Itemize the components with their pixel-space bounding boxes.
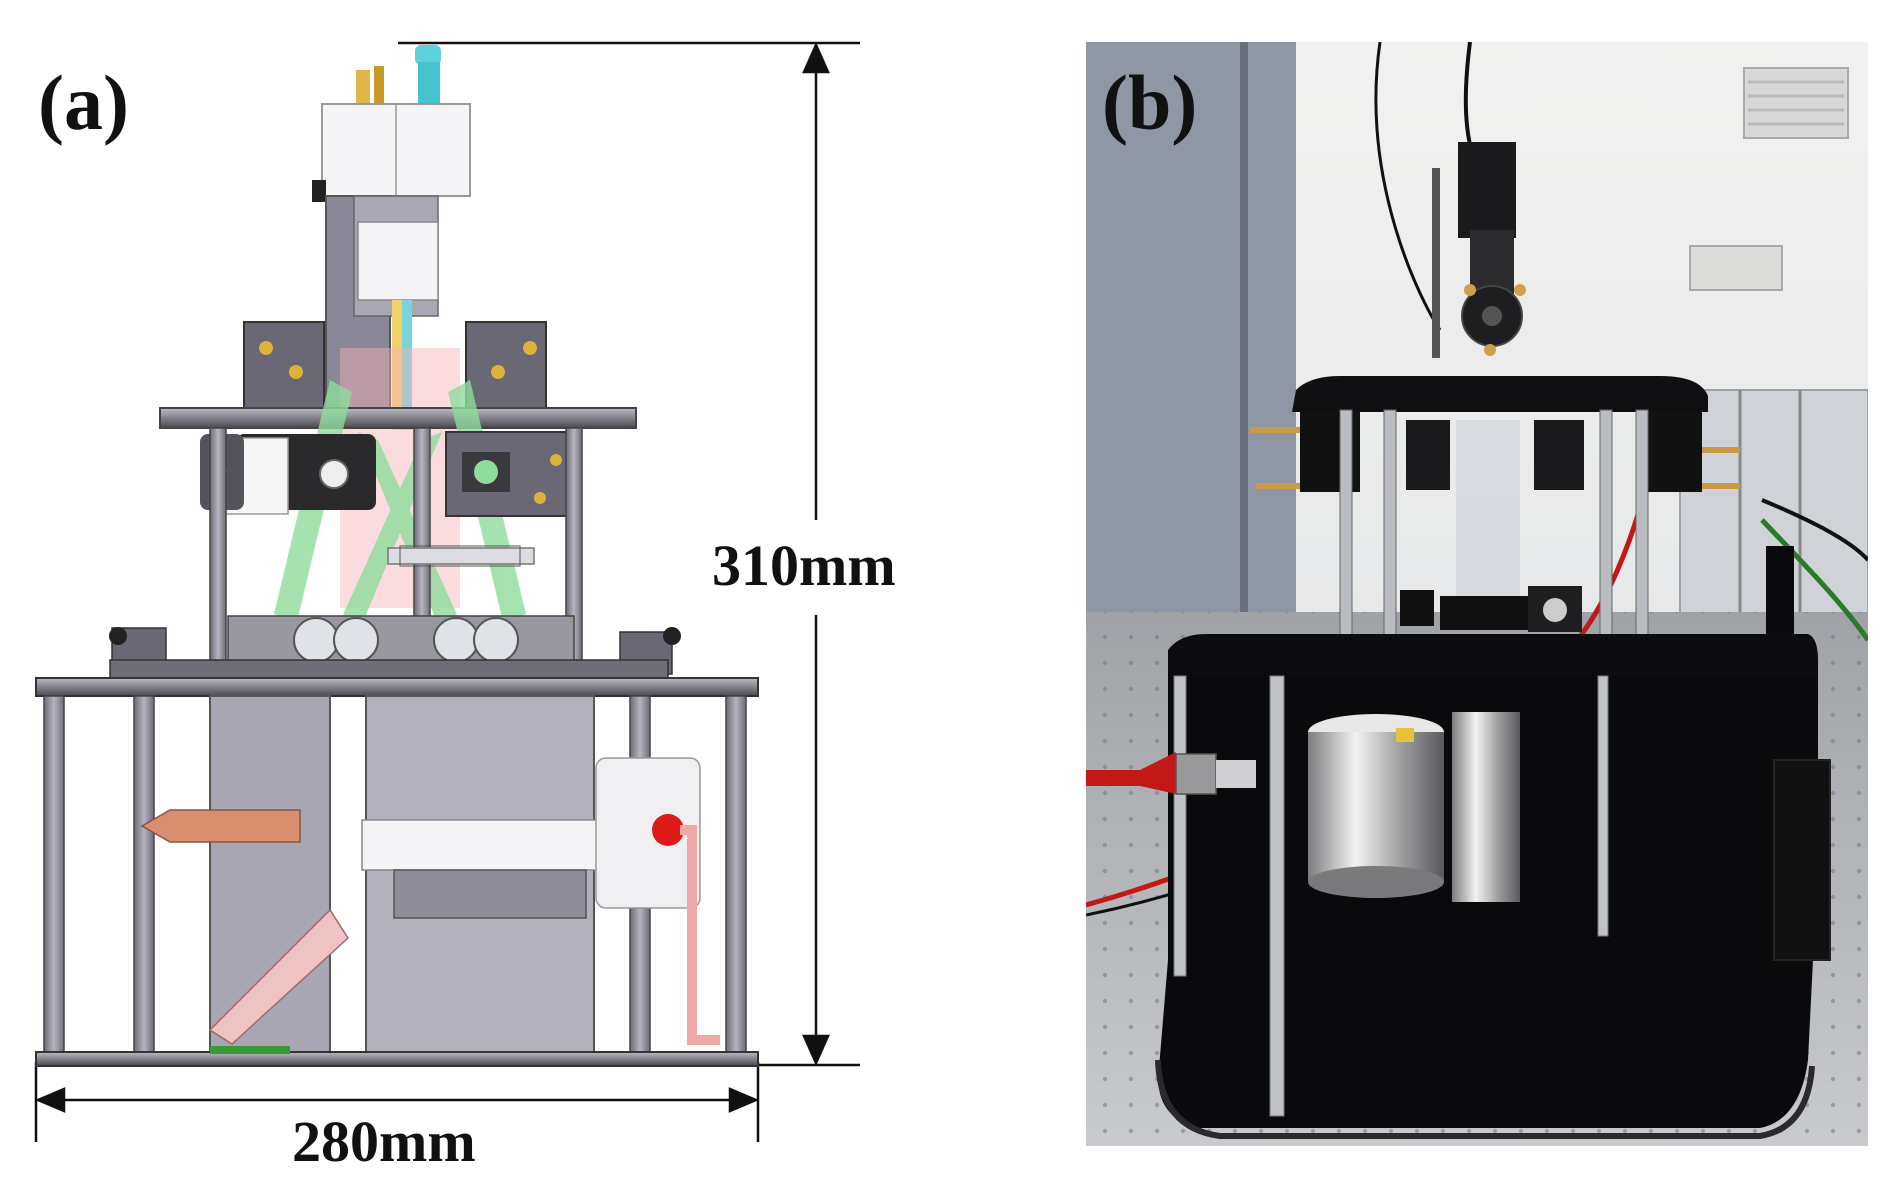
height-dimension-line: [398, 41, 860, 1067]
cuvette: [1456, 420, 1520, 610]
cad-drawing: [34, 41, 860, 1142]
middle-plate: [35, 677, 759, 697]
width-dimension-line: [34, 1062, 760, 1142]
gold-connector: [356, 70, 370, 110]
cyan-connector: [415, 45, 441, 65]
photo-panel: [1086, 42, 1868, 1146]
panel-b-label: (b): [1102, 59, 1198, 146]
bottom-plate: [35, 1051, 759, 1067]
panel-a-label: (a): [38, 59, 129, 146]
photo-middle-plate: [1168, 634, 1818, 676]
lower-housing-left: [209, 695, 331, 1053]
red-connector: [652, 814, 684, 846]
mirror-mount-left: [243, 321, 325, 411]
sample-tube: [208, 908, 349, 1045]
upper-plate: [159, 407, 637, 429]
mirror-mount-right: [465, 321, 547, 411]
width-dimension-label: 280mm: [292, 1109, 476, 1174]
camera: [1458, 142, 1516, 238]
window-wall: [1086, 42, 1296, 612]
magnet-cylinder: [1308, 732, 1444, 882]
red-bnc-connector: [1086, 752, 1176, 794]
lens-row: [293, 617, 519, 663]
copper-probe: [140, 809, 301, 843]
photo-top-plate: [1292, 376, 1708, 412]
height-dimension-label: 310mm: [712, 533, 896, 598]
